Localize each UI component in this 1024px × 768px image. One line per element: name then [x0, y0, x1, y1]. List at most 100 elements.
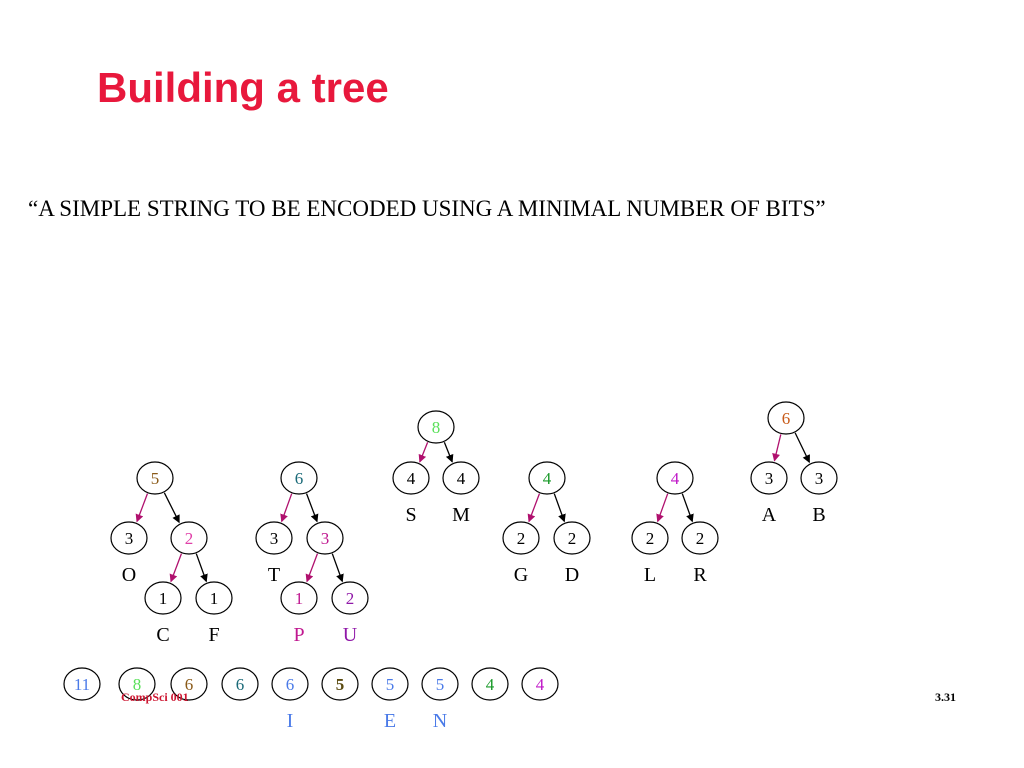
node-value: 4	[457, 469, 466, 488]
right-edge-arrow	[794, 432, 810, 464]
symbol-label: B	[812, 504, 825, 526]
tree-node-t6a-i: 3	[306, 521, 344, 555]
node-value: 2	[517, 529, 526, 548]
tree-node-t4a-r: 4	[528, 461, 566, 495]
node-value: 5	[436, 675, 445, 694]
left-edge-arrow	[656, 493, 669, 523]
queue-node: 8	[118, 667, 156, 701]
right-edge-arrow	[553, 493, 566, 523]
slide-title: Building a tree	[97, 64, 389, 111]
node-value: 4	[543, 469, 552, 488]
symbol-label: L	[644, 564, 656, 586]
tree-node-t5-c: 1	[144, 581, 182, 615]
page-number: 3.31	[935, 690, 956, 704]
tree-node-t6a-r: 6	[280, 461, 318, 495]
queue-node: 5	[371, 667, 409, 701]
symbol-label: N	[433, 710, 447, 732]
right-edge-arrow	[163, 492, 180, 524]
encoded-string: “A SIMPLE STRING TO BE ENCODED USING A M…	[28, 196, 826, 221]
queue-node: 5	[321, 667, 359, 701]
symbol-label: E	[384, 710, 396, 732]
node-value: 3	[765, 469, 774, 488]
queue-node: 4	[471, 667, 509, 701]
symbol-label: O	[122, 564, 136, 586]
tree-node-t6b-r: 6	[767, 401, 805, 435]
node-value: 1	[159, 589, 168, 608]
node-value: 5	[386, 675, 395, 694]
left-edge-arrow	[280, 493, 293, 523]
node-value: 3	[125, 529, 134, 548]
node-value: 1	[295, 589, 304, 608]
right-edge-arrow	[331, 553, 344, 583]
tree-node-t5-o: 3	[110, 521, 148, 555]
node-value: 4	[407, 469, 416, 488]
left-edge-arrow	[169, 553, 183, 583]
tree-node-t6a-u: 2	[331, 581, 369, 615]
node-value: 2	[696, 529, 705, 548]
node-value: 6	[782, 409, 791, 428]
tree-node-t6a-t: 3	[255, 521, 293, 555]
tree-node-t5-r: 5	[136, 461, 174, 495]
tree-node-t8-s: 4	[392, 461, 430, 495]
tree-node-t6b-b: 3	[800, 461, 838, 495]
queue-node: 6	[170, 667, 208, 701]
tree-node-t4a-g: 2	[502, 521, 540, 555]
node-value: 6	[295, 469, 304, 488]
left-edge-arrow	[418, 442, 429, 463]
symbol-label: I	[287, 710, 294, 732]
node-value: 4	[486, 675, 495, 694]
node-value: 2	[346, 589, 355, 608]
node-value: 2	[646, 529, 655, 548]
tree-node-t8-m: 4	[442, 461, 480, 495]
tree-node-t4b-rr: 2	[681, 521, 719, 555]
symbol-label: G	[514, 564, 528, 586]
symbol-label: M	[452, 504, 470, 526]
queue-node: 11	[63, 667, 101, 701]
node-value: 2	[185, 529, 194, 548]
queue-node: 5	[421, 667, 459, 701]
tree-node-t4a-d: 2	[553, 521, 591, 555]
symbol-label: T	[268, 564, 280, 586]
symbol-label: D	[565, 564, 579, 586]
symbol-label: C	[156, 624, 169, 646]
symbol-label: F	[208, 624, 219, 646]
tree-node-t5-f: 1	[195, 581, 233, 615]
symbol-label: S	[405, 504, 416, 526]
left-edge-arrow	[772, 434, 782, 462]
right-edge-arrow	[681, 493, 694, 523]
symbol-label: U	[343, 624, 358, 646]
left-edge-arrow	[305, 553, 319, 583]
symbol-label: P	[293, 624, 304, 646]
symbol-label: A	[762, 504, 777, 526]
node-value: 3	[321, 529, 330, 548]
right-edge-arrow	[305, 493, 319, 523]
node-value: 3	[815, 469, 824, 488]
node-value: 6	[236, 675, 245, 694]
left-edge-arrow	[135, 493, 149, 523]
queue-node: 4	[521, 667, 559, 701]
node-value: 4	[536, 675, 545, 694]
tree-node-t6a-p: 1	[280, 581, 318, 615]
node-value: 8	[432, 418, 441, 437]
tree-node-t5-i: 2	[170, 521, 208, 555]
node-value: 6	[185, 675, 194, 694]
node-value: 4	[671, 469, 680, 488]
tree-node-t6b-a: 3	[750, 461, 788, 495]
tree-node-t8-r: 8	[417, 410, 455, 444]
tree-node-t4b-r: 4	[656, 461, 694, 495]
node-value: 5	[151, 469, 160, 488]
course-footer: CompSci 001	[121, 690, 189, 704]
tree-node-t4b-l: 2	[631, 521, 669, 555]
left-edge-arrow	[527, 493, 541, 523]
node-value: 11	[74, 675, 90, 694]
queue-node: 6	[271, 667, 309, 701]
queue-node: 6	[221, 667, 259, 701]
node-value: 5	[336, 675, 345, 694]
node-value: 8	[133, 675, 142, 694]
node-value: 3	[270, 529, 279, 548]
node-value: 1	[210, 589, 219, 608]
node-value: 6	[286, 675, 295, 694]
right-edge-arrow	[195, 553, 208, 583]
symbol-label: R	[693, 564, 707, 586]
